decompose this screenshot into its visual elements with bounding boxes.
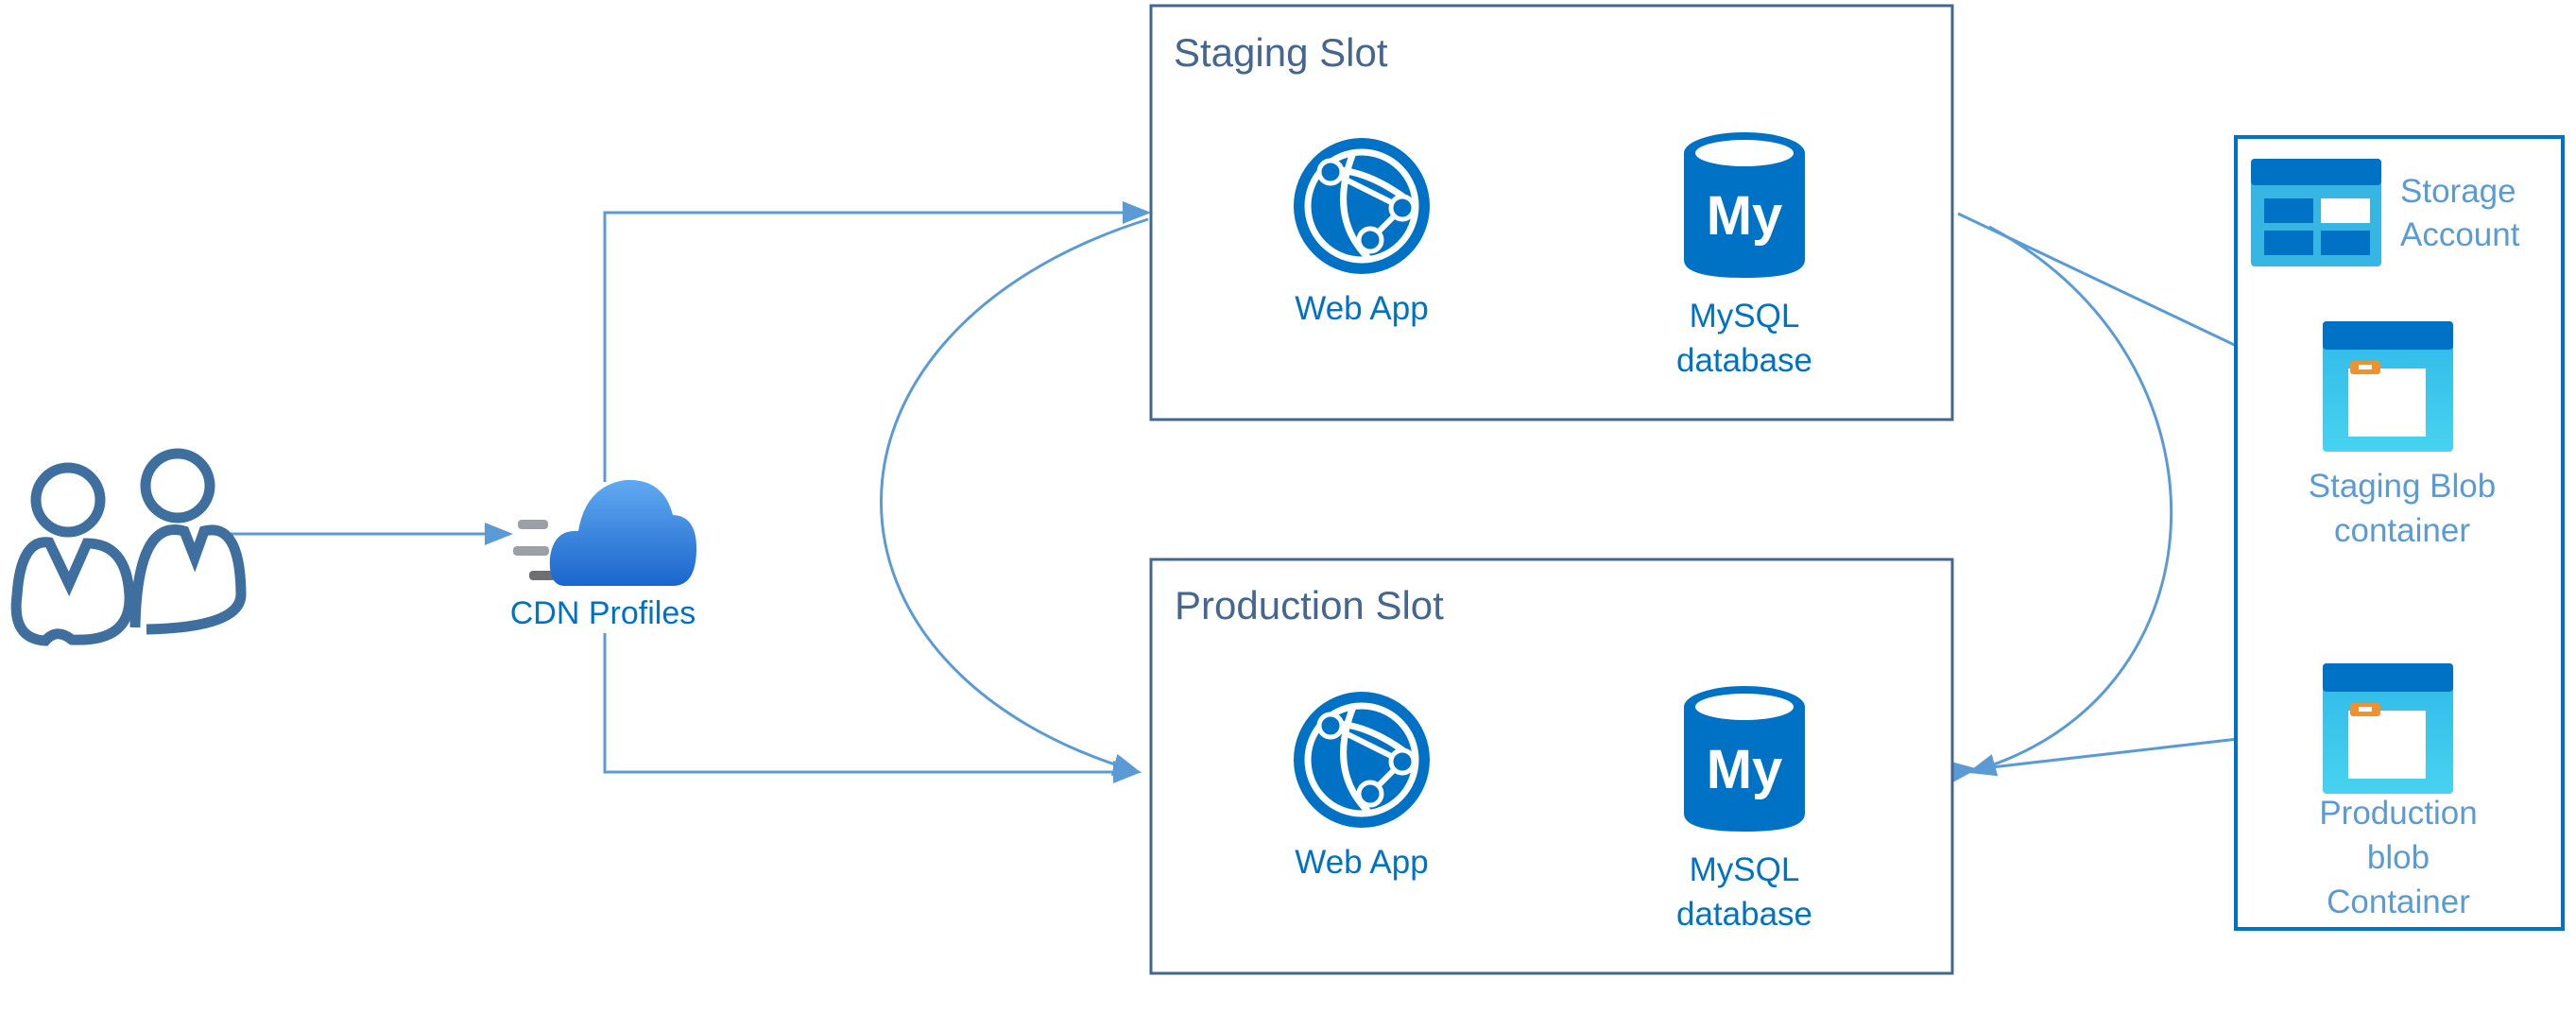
blob-container-icon	[2323, 321, 2453, 452]
staging-slot: Staging Slot Web App My MySQL database	[1149, 4, 1954, 421]
blob-container-icon	[2323, 663, 2453, 794]
mysql-database-icon: My	[1684, 686, 1805, 832]
staging-slot-title: Staging Slot	[1174, 30, 1388, 75]
storage-account-panel: Storage Account Staging Blob container P…	[2234, 135, 2565, 931]
production-slot-title: Production Slot	[1175, 583, 1444, 627]
production-mysql-label-line1: MySQL	[1690, 851, 1800, 888]
production-mysql-logo: My	[1707, 739, 1783, 800]
staging-mysql-label-line1: MySQL	[1690, 298, 1800, 335]
cdn-to-production-arrow	[603, 633, 1142, 783]
cdn-to-staging-arrow	[603, 201, 1151, 482]
storage-account-label-line1: Storage	[2400, 173, 2516, 210]
cdn-cloud-icon	[513, 479, 697, 586]
slot-swap-right-arrow	[1967, 225, 2173, 777]
production-web-app-label: Web App	[1295, 844, 1428, 881]
production-slot: Production Slot Web App My MySQL databas…	[1149, 558, 1954, 975]
staging-web-app-label: Web App	[1295, 290, 1428, 327]
storage-account-label-line2: Account	[2400, 216, 2520, 253]
staging-mysql-logo: My	[1707, 185, 1783, 247]
slot-swap-left-arrow	[880, 217, 1149, 776]
storage-account-icon	[2251, 159, 2381, 266]
production-blob-label-line3: Container	[2327, 884, 2470, 920]
web-app-globe-icon	[1294, 138, 1430, 274]
cdn-label: CDN Profiles	[510, 595, 696, 631]
production-mysql-label-line2: database	[1676, 896, 1812, 933]
users-icon	[10, 448, 247, 646]
production-blob-label-line1: Production	[2319, 795, 2477, 832]
web-app-globe-icon	[1294, 692, 1430, 828]
staging-mysql-label-line2: database	[1676, 342, 1812, 379]
production-blob-label-line2: blob	[2367, 839, 2430, 876]
mysql-database-icon: My	[1684, 132, 1805, 278]
staging-blob-label-line2: container	[2334, 512, 2470, 549]
staging-blob-label-line1: Staging Blob	[2309, 468, 2496, 505]
